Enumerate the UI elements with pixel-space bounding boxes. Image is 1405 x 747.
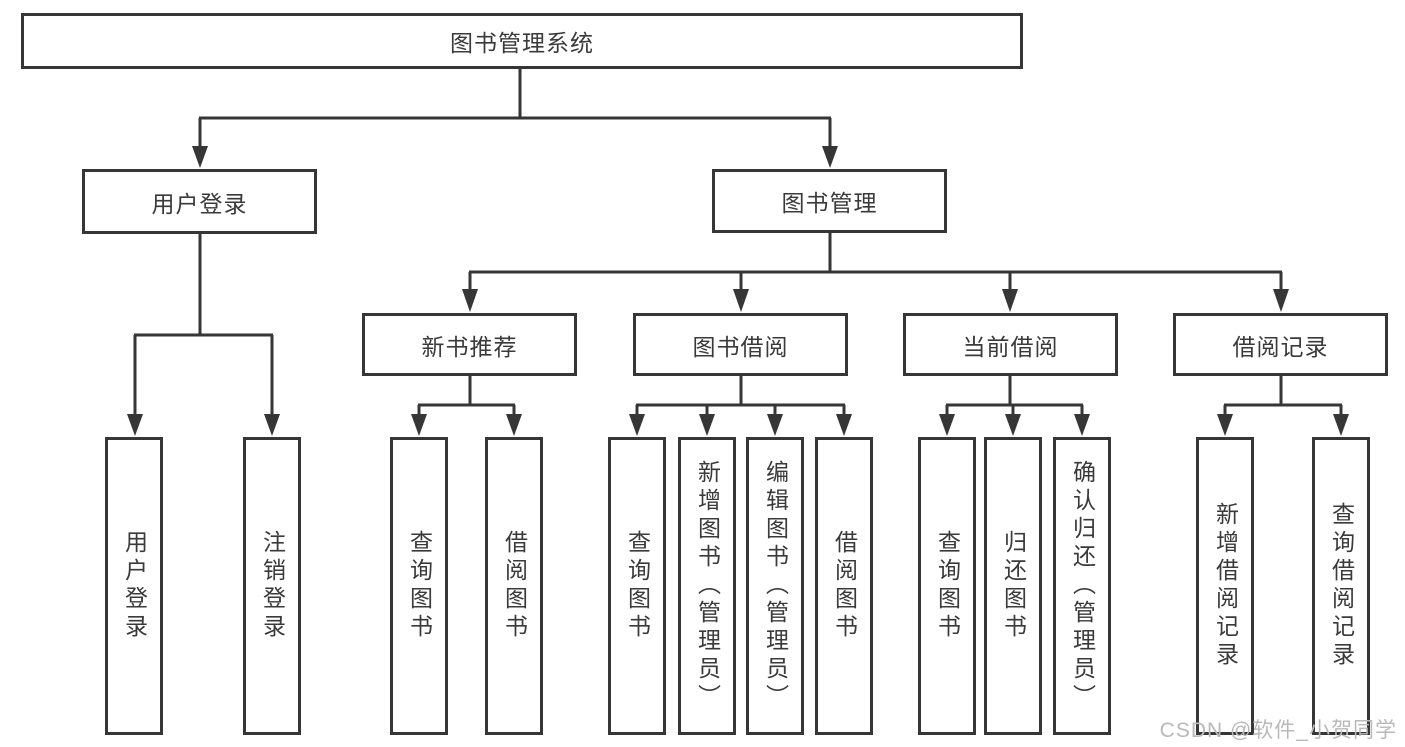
leaf-query-books-recommend: 查询图书 [390,437,448,735]
connector-borrowrecords-to-leaves [1217,376,1349,436]
connector-root-to-level2 [192,69,838,168]
connector-bookborrow-to-leaves [629,376,852,436]
leaf-borrow-books-recommend: 借阅图书 [485,437,543,735]
node-book-borrowing: 图书借阅 [633,313,848,376]
connector-userlogin-to-leaves [127,234,280,436]
csdn-watermark: CSDN @软件_小贺同学 [1159,719,1397,742]
connector-bookmgmt-to-level3 [462,232,1289,312]
leaf-add-books-admin: 新增图书（管理员） [678,437,736,735]
node-library-management-system: 图书管理系统 [21,13,1023,69]
leaf-user-login: 用户登录 [105,437,163,735]
node-current-borrowing: 当前借阅 [903,313,1118,376]
leaf-logout: 注销登录 [243,437,301,735]
leaf-confirm-return-admin: 确认归还（管理员） [1053,437,1111,735]
leaf-borrow-books: 借阅图书 [815,437,873,735]
leaf-return-books: 归还图书 [984,437,1042,735]
leaf-query-borrow-record: 查询借阅记录 [1312,437,1370,735]
leaf-edit-books-admin: 编辑图书（管理员） [746,437,804,735]
connector-currentborrow-to-leaves [939,376,1090,436]
node-borrowing-records: 借阅记录 [1173,313,1388,376]
connector-newbook-to-leaves [411,376,522,436]
node-new-book-recommendation: 新书推荐 [362,313,577,376]
node-user-login: 用户登录 [82,169,317,234]
node-book-management: 图书管理 [712,169,947,233]
leaf-add-borrow-record: 新增借阅记录 [1196,437,1254,735]
leaf-query-books-borrow: 查询图书 [608,437,666,735]
leaf-query-books-current: 查询图书 [918,437,976,735]
